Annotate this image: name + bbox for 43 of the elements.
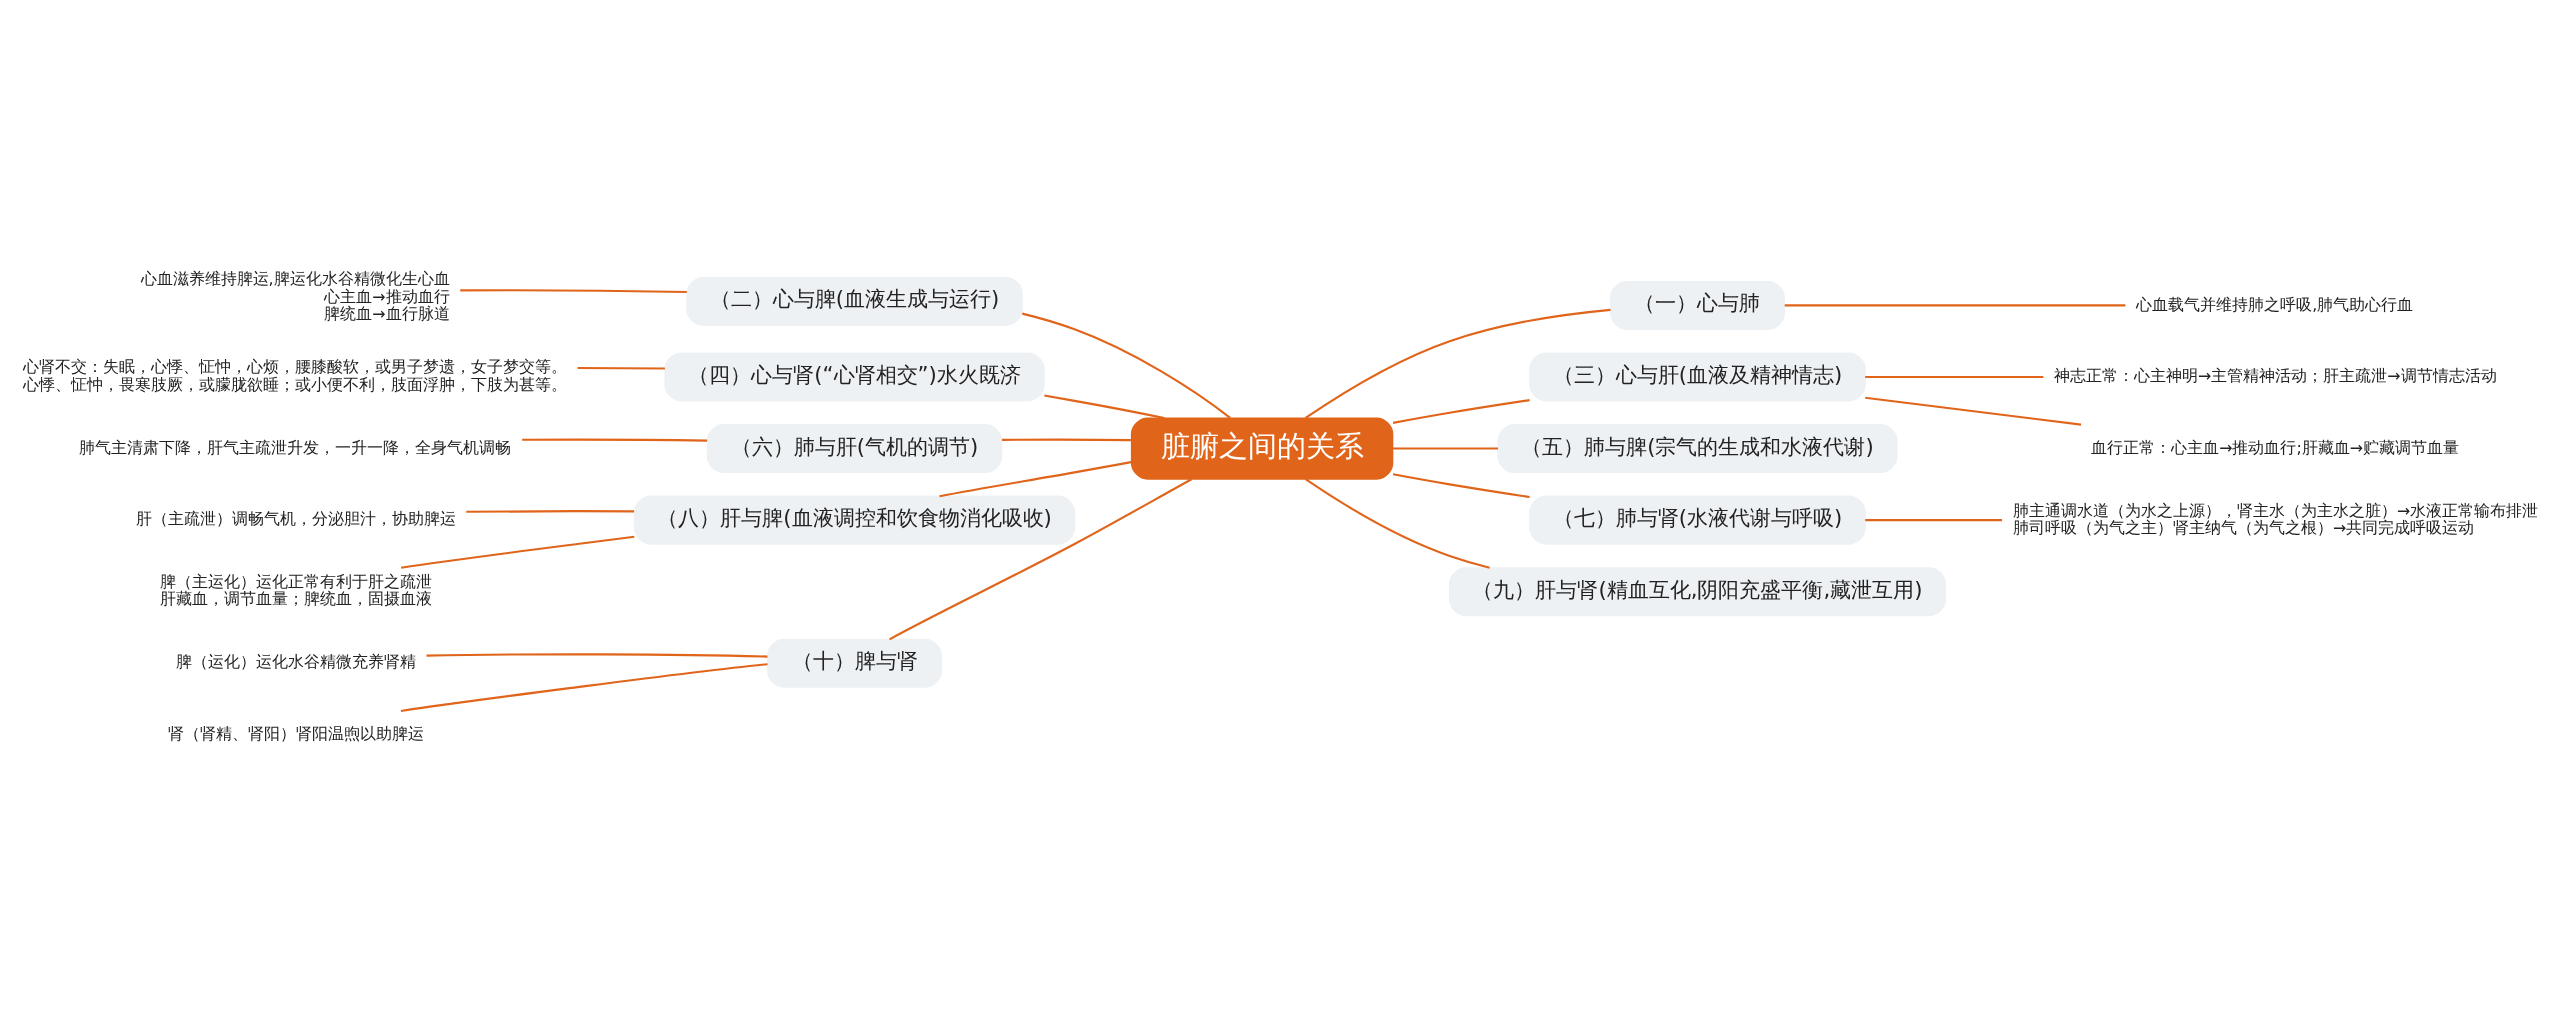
node-box: （十）脾与肾	[767, 638, 942, 688]
connector	[460, 288, 687, 293]
node-box: （九）肝与肾(精血互化,阴阳充盛平衡,藏泄互用)	[1449, 566, 1947, 616]
connector	[1865, 518, 2002, 521]
node-text: 心血滋养维持脾运,脾运化水谷精微化生心血 心主血→推动血行 脾统血→血行脉道	[140, 268, 450, 323]
connector	[1865, 375, 2044, 378]
connector	[400, 662, 768, 712]
node-text: 神志正常：心主神明→主管精神活动；肝主疏泄→调节情志活动	[2054, 365, 2497, 385]
connector	[522, 438, 708, 442]
connector	[939, 460, 1132, 497]
connector	[1002, 438, 1131, 441]
connector	[1392, 398, 1530, 424]
node-box: （三）心与肝(血液及精神情志)	[1529, 351, 1866, 401]
connector	[1304, 308, 1611, 419]
node-box: （四）心与肾(“心肾相交”)水火既济	[664, 351, 1045, 401]
node-text: 脾（主运化）运化正常有利于肝之疏泄 肝藏血，调节血量；脾统血，固摄血液	[159, 571, 432, 608]
node-box: （七）肺与肾(水液代谢与呼吸)	[1529, 495, 1866, 545]
node-text: 心血载气并维持肺之呼吸,肺气助心行血	[2136, 294, 2414, 314]
connector	[577, 366, 665, 369]
node-box: （五）肺与脾(宗气的生成和水液代谢)	[1497, 423, 1898, 473]
node-text: 心肾不交：失眠，心悸、怔忡，心烦，腰膝酸软，或男子梦遗，女子梦交等。 心悸、怔忡，畏寒肢厥，或朦胧欲睡；或小便不利，肢面浮肿，下肢为甚等。	[22, 356, 567, 394]
node-text: 血行正常：心主血→推动血行;肝藏血→贮藏调节血量	[2091, 437, 2460, 457]
node-text: 肺气主清肃下降，肝气主疏泄升发，一升一降，全身气机调畅	[79, 437, 512, 457]
node-text: 脾（运化）运化水谷精微充养肾精	[175, 651, 416, 671]
node-box: （一）心与肺	[1610, 280, 1785, 330]
connector	[1304, 477, 1490, 569]
node-box: （二）心与脾(血液生成与运行)	[686, 276, 1023, 326]
connector	[1784, 303, 2126, 306]
connector	[466, 509, 635, 513]
connector	[1392, 447, 1498, 450]
node-box: （六）肺与肝(气机的调节)	[706, 423, 1003, 473]
connector	[1865, 396, 2082, 426]
connector	[1022, 312, 1231, 419]
connector	[1392, 472, 1530, 498]
node-text: 肺主通调水道（为水之上源），肾主水（为主水之脏）→水液正常输布排泄 肺司呼吸（为气之主）肾主纳气（为气之根）→共同完成呼吸运动	[2012, 500, 2539, 537]
node-box: （八）肝与脾(血液调控和饮食物消化吸收)	[633, 495, 1076, 545]
connector	[889, 477, 1193, 640]
connector	[426, 652, 768, 658]
node-text: 肝（主疏泄）调畅气机，分泌胆汁，协助脾运	[135, 508, 456, 528]
connector	[400, 535, 635, 569]
connector	[1044, 394, 1165, 419]
node-text: 肾（肾精、肾阳）肾阳温煦以助脾运	[167, 723, 424, 743]
node-box: 脏腑之间的关系	[1130, 416, 1394, 480]
